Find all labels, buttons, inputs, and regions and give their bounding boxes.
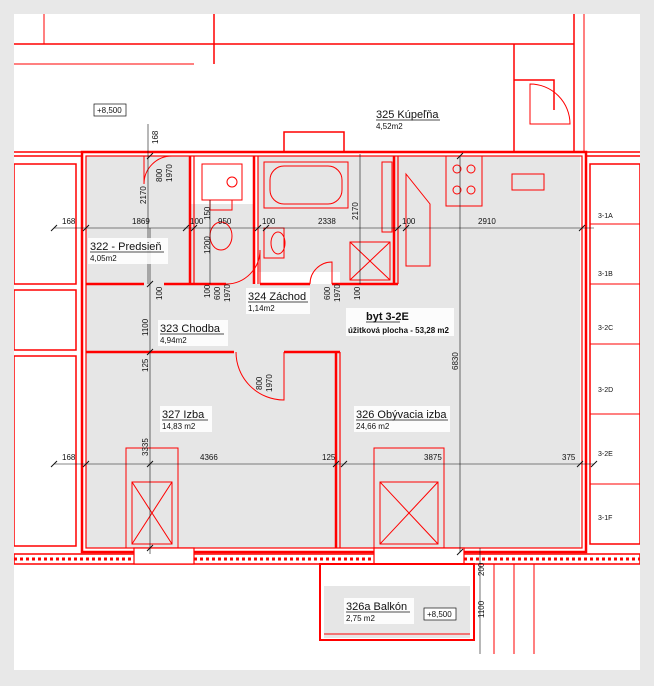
dimension-tick [146, 152, 154, 160]
doors [143, 79, 571, 401]
grid-axis-label: 3-2C [598, 325, 613, 332]
dimension-tick [50, 224, 58, 232]
dim-value: 600 [323, 286, 332, 300]
dim-value: 1200 [203, 236, 212, 254]
dim-value: 2910 [478, 217, 496, 226]
dim-value: 100 [190, 217, 204, 226]
room-name: 325 Kúpeľňa [376, 109, 439, 121]
room-name: 327 Izba [162, 409, 205, 421]
dimension-tick [262, 224, 270, 232]
dim-value: 100 [402, 217, 416, 226]
dimension-tick [182, 224, 190, 232]
apartment-name: byt 3-2E [366, 311, 409, 323]
dim-value: 125 [141, 358, 150, 372]
horizontal-dimensions: 168 1869 100 950 100 2338 100 2910 168 4… [62, 217, 576, 462]
dim-value: 100 [262, 217, 276, 226]
dimension-tick [190, 224, 198, 232]
room-area: 4,05m2 [90, 254, 117, 263]
dim-value: 168 [62, 453, 76, 462]
floor-plan-sheet: 3-1A 3-1B 3-2C 3-2D 3-2E 3-1F 168 1869 1… [14, 14, 640, 670]
room-area: 4,52m2 [376, 122, 403, 131]
room-name: 322 - Predsieň [90, 241, 162, 253]
dim-value: 1970 [265, 374, 274, 392]
level-marker: +8,500 [97, 106, 122, 115]
dimension-tick [456, 152, 464, 160]
dim-value: 1869 [132, 217, 150, 226]
dimension-tick [146, 544, 154, 552]
room-name: 326a Balkón [346, 601, 407, 613]
level-markers: +8,500 +8,500 [93, 103, 457, 621]
apartment-usable-area: úžitková plocha - 53,28 m2 [348, 326, 449, 335]
dimension-tick [590, 460, 598, 468]
grid-axis-label: 3-1F [598, 515, 612, 522]
dim-value: 4366 [200, 453, 218, 462]
dim-value: 2338 [318, 217, 336, 226]
dimension-tick [332, 460, 340, 468]
room-area: 4,94m2 [160, 336, 187, 345]
dim-value: 2170 [351, 202, 360, 220]
dim-value: 800 [255, 376, 264, 390]
room-area: 2,75 m2 [346, 614, 375, 623]
room-name: 323 Chodba [160, 323, 221, 335]
dim-value: 168 [151, 130, 160, 144]
dim-value: 1100 [477, 600, 486, 618]
dim-value: 100 [155, 286, 164, 300]
dim-value: 375 [562, 453, 576, 462]
walls [14, 14, 640, 554]
dim-value: 150 [203, 206, 212, 220]
dim-value: 168 [62, 217, 76, 226]
room-area: 1,14m2 [248, 304, 275, 313]
apartment-label: byt 3-2E úžitková plocha - 53,28 m2 [346, 308, 454, 336]
dim-value: 1970 [333, 284, 342, 302]
dim-value: 1100 [141, 318, 150, 336]
level-marker: +8,500 [427, 610, 452, 619]
balcony-outline [319, 563, 535, 654]
dimension-tick [50, 460, 58, 468]
dimension-ticks [50, 152, 598, 556]
dimension-tick [578, 224, 586, 232]
dimension-tick [146, 460, 154, 468]
dim-value: 800 [155, 168, 164, 182]
vertical-dimensions: 168 800 1970 2170 150 1200 100 600 1970 … [139, 130, 486, 618]
dimension-tick [340, 460, 348, 468]
windows [125, 447, 445, 549]
grid-axis-label: 3-1B [598, 271, 613, 278]
dimension-tick [254, 224, 262, 232]
floor-plan-drawing: 3-1A 3-1B 3-2C 3-2D 3-2E 3-1F 168 1869 1… [14, 14, 640, 654]
dimension-tick [456, 548, 464, 556]
dim-value: 6830 [451, 352, 460, 370]
dimension-tick [576, 460, 584, 468]
dim-value: 3335 [141, 438, 150, 456]
dimension-tick [146, 280, 154, 288]
fixtures [201, 155, 545, 281]
facade-band [14, 547, 640, 565]
dim-value: 1970 [165, 164, 174, 182]
room-name: 324 Záchod [248, 291, 306, 303]
dimension-tick [394, 224, 402, 232]
grid-axis-label: 3-2E [598, 451, 613, 458]
room-name: 326 Obývacia izba [356, 409, 447, 421]
dim-value: 200 [477, 562, 486, 576]
dim-value: 100 [203, 284, 212, 298]
dim-value: 950 [218, 217, 232, 226]
dim-value: 2170 [139, 186, 148, 204]
dim-value: 1970 [223, 284, 232, 302]
room-area: 24,66 m2 [356, 422, 390, 431]
dimension-tick [402, 224, 410, 232]
room-labels: 325 Kúpeľňa 4,52m2 322 - Predsieň 4,05m2… [88, 109, 450, 624]
grid-axis-label: 3-1A [598, 213, 613, 220]
grid-axis-labels: 3-1A 3-1B 3-2C 3-2D 3-2E 3-1F [598, 213, 613, 522]
dim-value: 100 [353, 286, 362, 300]
dim-value: 125 [322, 453, 336, 462]
dim-value: 600 [213, 286, 222, 300]
dimension-tick [82, 460, 90, 468]
dimension-tick [82, 224, 90, 232]
dim-value: 3875 [424, 453, 442, 462]
grid-axis-label: 3-2D [598, 387, 613, 394]
dimension-tick [146, 348, 154, 356]
room-area: 14,83 m2 [162, 422, 196, 431]
